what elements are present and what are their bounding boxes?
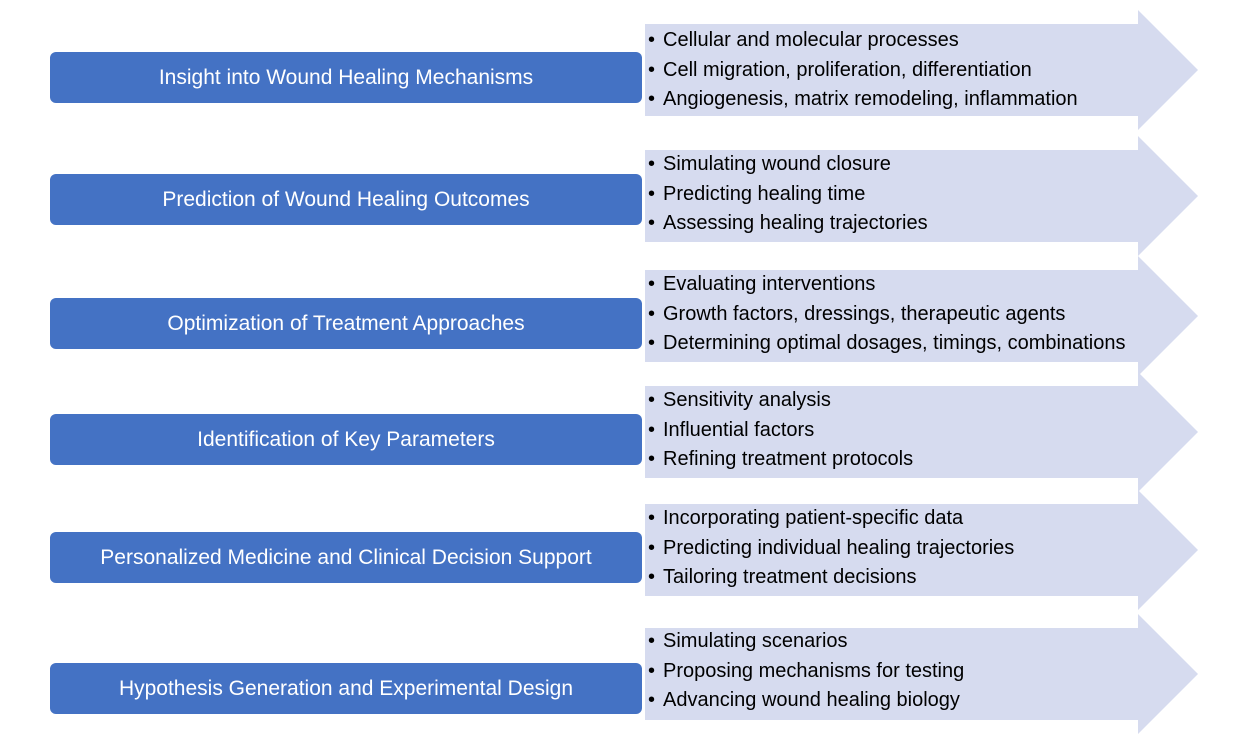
bullet-dot-icon: • <box>648 659 656 682</box>
bullet-dot-icon: • <box>648 630 656 652</box>
arrow-polygon <box>645 372 1198 492</box>
bullet-item: • Predicting individual healing trajector… <box>648 534 1014 564</box>
category-label: Insight into Wound Healing Mechanisms <box>158 65 534 89</box>
category-label-box: Insight into Wound Healing Mechanisms <box>50 52 642 103</box>
bullet-item: • Growth factors, dressings, therapeutic … <box>648 300 1125 330</box>
bullet-text: Simulating scenarios <box>663 630 848 652</box>
bullet-text: Evaluating interventions <box>663 273 876 295</box>
bullet-item: • Sensitivity analysis <box>648 386 913 416</box>
arrow-polygon <box>645 10 1198 130</box>
bullet-text: Growth factors, dressings, therapeutic a… <box>663 302 1066 325</box>
bullet-text: Predicting healing time <box>663 182 866 205</box>
arrow-shape <box>645 256 1198 376</box>
bullet-text: Proposing mechanisms for testing <box>663 659 965 682</box>
bullet-item: • Tailoring treatment decisions <box>648 563 1014 593</box>
arrow-polygon <box>645 490 1198 610</box>
category-label: Personalized Medicine and Clinical Decis… <box>100 545 592 569</box>
arrow-shape <box>645 372 1198 492</box>
category-label-box: Optimization of Treatment Approaches <box>50 298 642 349</box>
category-label-box: Prediction of Wound Healing Outcomes <box>50 174 642 225</box>
category-label: Identification of Key Parameters <box>197 427 495 451</box>
bullet-dot-icon: • <box>648 332 656 354</box>
bullet-dot-icon: • <box>648 536 656 559</box>
arrow-polygon <box>645 136 1198 256</box>
arrow-polygon <box>645 256 1198 376</box>
arrow-shape <box>645 136 1198 256</box>
bullet-text: Tailoring treatment decisions <box>663 566 917 588</box>
bullet-text: Angiogenesis, matrix remodeling, inflamm… <box>663 88 1078 110</box>
bullet-dot-icon: • <box>648 182 656 205</box>
bullet-dot-icon: • <box>648 566 656 588</box>
bullet-list: • Simulating wound closure • Predicting hea… <box>648 150 928 239</box>
bullet-dot-icon: • <box>648 302 656 325</box>
bullet-item: • Determining optimal dosages, timings, c… <box>648 329 1125 359</box>
bullet-item: • Incorporating patient-specific data <box>648 504 1014 534</box>
bullet-text: Advancing wound healing biology <box>663 689 960 711</box>
bullet-text: Determining optimal dosages, timings, co… <box>663 332 1126 354</box>
category-label-box: Identification of Key Parameters <box>50 414 642 465</box>
bullet-item: • Cell migration, proliferation, differen… <box>648 56 1078 86</box>
bullet-list: • Evaluating interventions • Growth factors… <box>648 270 1125 359</box>
bullet-text: Cell migration, proliferation, different… <box>663 58 1032 81</box>
category-label: Prediction of Wound Healing Outcomes <box>162 187 530 211</box>
bullet-text: Influential factors <box>663 418 815 441</box>
bullet-item: • Assessing healing trajectories <box>648 209 928 239</box>
arrow-polygon <box>645 614 1198 734</box>
arrow-shape <box>645 490 1198 610</box>
category-label: Hypothesis Generation and Experimental D… <box>118 676 574 700</box>
bullet-dot-icon: • <box>648 273 656 295</box>
arrow-shape <box>645 614 1198 734</box>
bullet-item: • Refining treatment protocols <box>648 445 913 475</box>
bullet-item: • Evaluating interventions <box>648 270 1125 300</box>
bullet-item: • Proposing mechanisms for testing <box>648 657 964 687</box>
bullet-dot-icon: • <box>648 153 656 175</box>
arrow-shape <box>645 10 1198 130</box>
bullet-item: • Simulating wound closure <box>648 150 928 180</box>
bullet-item: • Cellular and molecular processes <box>648 26 1078 56</box>
category-label-box: Hypothesis Generation and Experimental D… <box>50 663 642 714</box>
bullet-text: Sensitivity analysis <box>663 389 831 411</box>
bullet-text: Cellular and molecular processes <box>663 29 959 51</box>
bullet-dot-icon: • <box>648 29 656 51</box>
bullet-dot-icon: • <box>648 689 656 711</box>
bullet-item: • Simulating scenarios <box>648 627 964 657</box>
bullet-dot-icon: • <box>648 418 656 441</box>
bullet-list: • Cellular and molecular processes • Cell m… <box>648 26 1078 115</box>
bullet-text: Predicting individual healing trajectori… <box>663 536 1015 559</box>
category-label-box: Personalized Medicine and Clinical Decis… <box>50 532 642 583</box>
bullet-text: Refining treatment protocols <box>663 448 914 470</box>
bullet-dot-icon: • <box>648 389 656 411</box>
bullet-list: • Sensitivity analysis • Influential factor… <box>648 386 913 475</box>
bullet-dot-icon: • <box>648 58 656 81</box>
bullet-item: • Advancing wound healing biology <box>648 686 964 716</box>
bullet-item: • Influential factors <box>648 416 913 446</box>
bullet-dot-icon: • <box>648 448 656 470</box>
bullet-list: • Incorporating patient-specific data • Pre… <box>648 504 1014 593</box>
bullet-list: • Simulating scenarios • Proposing mechanis… <box>648 627 964 716</box>
bullet-text: Simulating wound closure <box>663 153 891 175</box>
category-label: Optimization of Treatment Approaches <box>167 311 525 335</box>
bullet-text: Incorporating patient-specific data <box>663 507 964 529</box>
bullet-item: • Predicting healing time <box>648 180 928 210</box>
bullet-item: • Angiogenesis, matrix remodeling, inflam… <box>648 85 1078 115</box>
bullet-text: Assessing healing trajectories <box>663 212 928 234</box>
bullet-dot-icon: • <box>648 507 656 529</box>
bullet-dot-icon: • <box>648 212 656 234</box>
bullet-dot-icon: • <box>648 88 656 110</box>
